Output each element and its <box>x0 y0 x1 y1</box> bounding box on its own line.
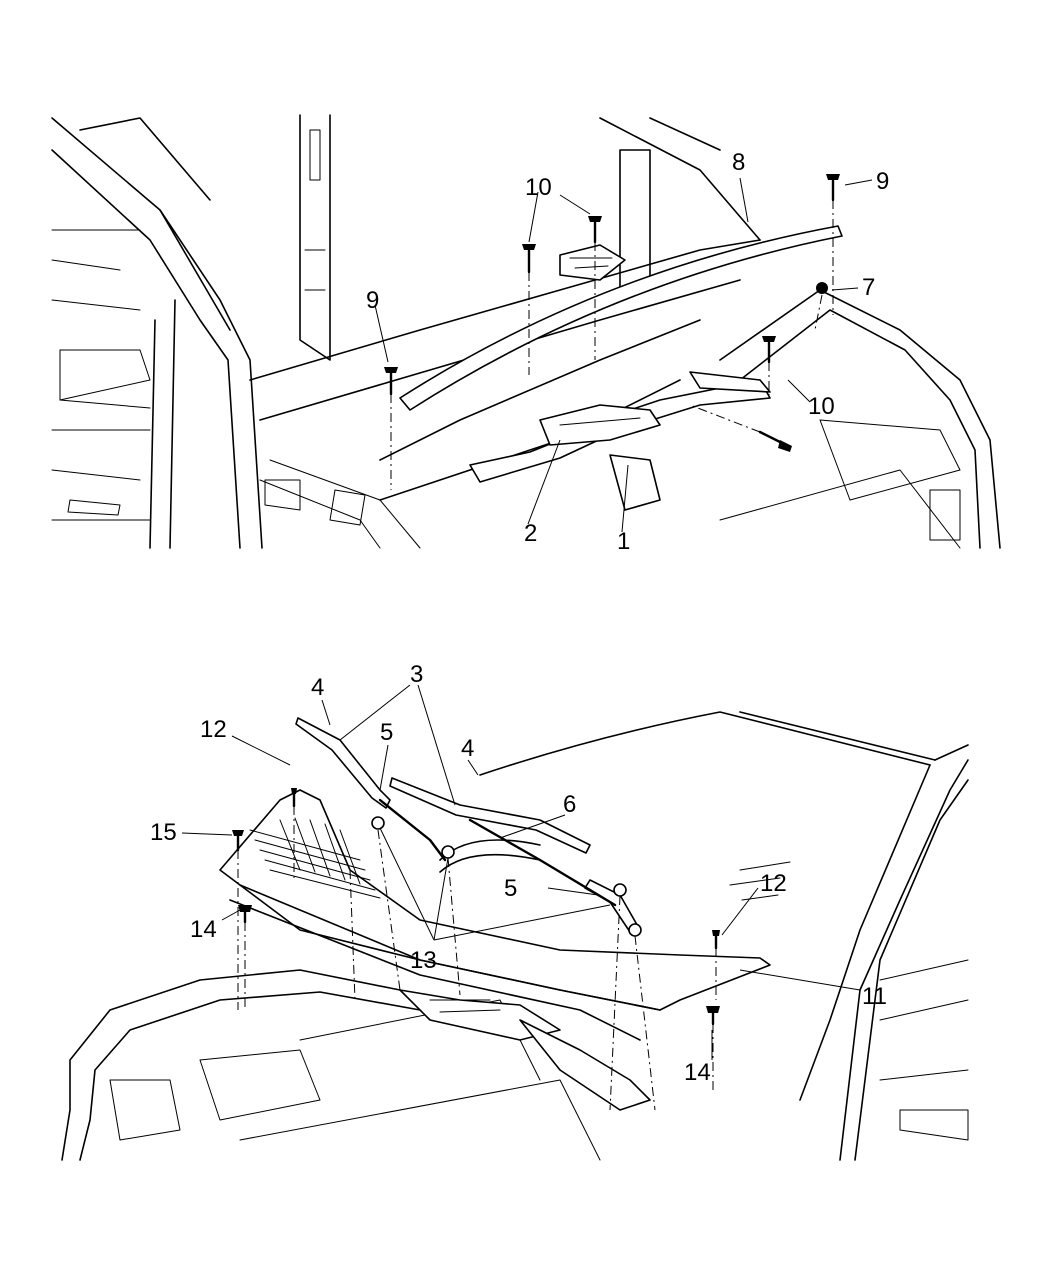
callout-1: 1 <box>617 528 630 555</box>
callout-9: 9 <box>366 287 379 314</box>
callout-12: 12 <box>200 716 227 743</box>
callout-7: 7 <box>862 274 875 301</box>
callout-8: 8 <box>732 149 745 176</box>
callout-11: 11 <box>862 983 887 1010</box>
callout-5: 5 <box>380 719 393 746</box>
bolt-icon <box>384 367 398 396</box>
screw-icon <box>712 930 720 950</box>
callout-14: 14 <box>684 1059 711 1086</box>
callout-4: 4 <box>311 674 324 701</box>
bolt-icon <box>522 244 536 274</box>
top-callouts: 10 8 9 7 9 10 2 1 <box>366 149 889 555</box>
screw-icon <box>291 788 297 808</box>
clip-icon <box>232 830 244 852</box>
callout-3: 3 <box>410 661 423 688</box>
callout-15: 15 <box>150 819 177 846</box>
clip-icon <box>238 905 252 924</box>
callout-12: 12 <box>760 870 787 897</box>
callout-2: 2 <box>524 520 537 547</box>
clip-icon <box>706 1006 720 1026</box>
bottom-view-cowl-wipers <box>61 684 969 1161</box>
bottom-callouts: 4 3 12 5 4 6 15 12 5 14 13 11 14 <box>150 661 887 1086</box>
callout-10: 10 <box>525 174 552 201</box>
callout-9: 9 <box>876 168 889 195</box>
callout-10: 10 <box>808 393 835 420</box>
top-view-wiper-linkage <box>51 114 1001 549</box>
cowl-grille-texture <box>249 817 381 899</box>
callout-6: 6 <box>563 791 576 818</box>
bolt-icon <box>762 336 776 364</box>
callout-13: 13 <box>410 947 437 974</box>
bolt-icon <box>826 174 840 202</box>
callout-5: 5 <box>504 875 517 902</box>
bolt-icon <box>588 216 602 244</box>
bolt-icon <box>758 430 792 452</box>
callout-4: 4 <box>461 735 474 762</box>
nut-icon <box>816 282 828 294</box>
callout-14: 14 <box>190 916 217 943</box>
